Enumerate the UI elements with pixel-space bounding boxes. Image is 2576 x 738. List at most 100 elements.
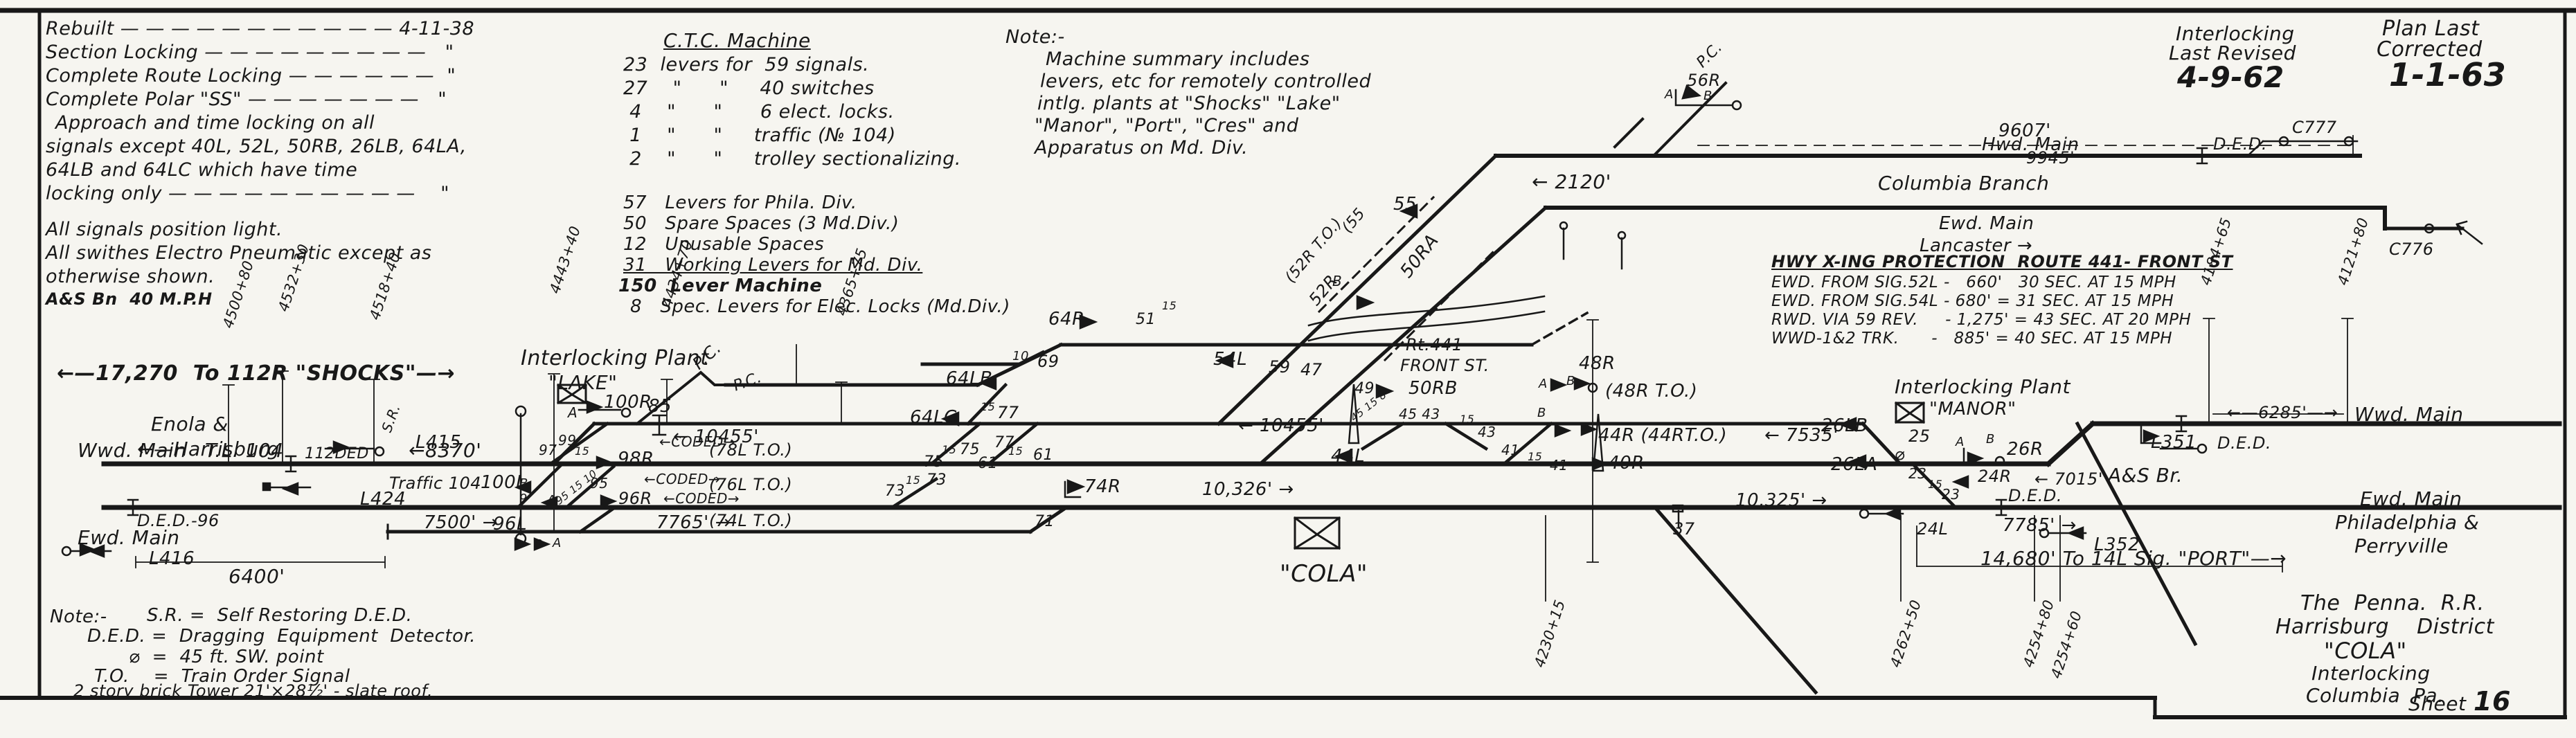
label-wwd-main-right: Wwd. Main — [2354, 403, 2464, 426]
label-sig-48R-B: B — [1566, 374, 1575, 388]
label-dest-harrisburg: ←—Harrisburg — [137, 438, 280, 460]
label-plan-corrected-1: Plan Last — [2382, 17, 2480, 41]
label-polar-ss: Complete Polar "SS" — — — — — — — " — [46, 89, 447, 110]
label-sw-75-b: 75 — [960, 441, 980, 458]
label-dim-7785: 7785' → — [2003, 515, 2077, 536]
label-sw-41-a: 41 — [1501, 442, 1520, 458]
label-ded-hwd: D.E.D. — [2213, 134, 2268, 154]
label-title-cola: "COLA" — [2324, 638, 2407, 664]
label-as-branch: A&S Br. — [2108, 464, 2183, 487]
label-manor-plant-2: "MANOR" — [1929, 399, 2016, 420]
label-signals-position-light: All signals position light. — [46, 219, 283, 240]
label-approach-4: locking only — — — — — — — — — — " — [46, 183, 450, 204]
label-sw-69: 69 — [1037, 352, 1059, 371]
label-sw-15-lake: 15 — [575, 444, 590, 458]
label-lever-row-1: 57 Levers for Phila. Div. — [623, 192, 857, 213]
label-sig-C776: C776 — [2389, 240, 2434, 259]
label-sig-B-lake: B — [519, 476, 528, 491]
label-sig-A-lake-2: A — [553, 536, 562, 550]
label-dest-perryville: Perryville — [2354, 534, 2449, 557]
label-sig-26LA: 26LA — [1831, 454, 1878, 475]
label-dest-lancaster: Lancaster → — [1920, 235, 2033, 256]
label-coded-3: ←CODED→ — [644, 471, 721, 487]
label-lever-row-5: 150 Lever Machine — [618, 276, 823, 296]
label-ded-wwd-right: D.E.D. — [2217, 433, 2272, 453]
label-sw-23-a: 23 — [1908, 465, 1927, 482]
main-tracks — [101, 420, 2562, 510]
label-note-title: Note:- — [1005, 26, 1065, 48]
signal-icons — [61, 84, 2483, 558]
label-sig-L351: L351 — [2151, 432, 2197, 453]
label-sig-26R: 26R — [2007, 439, 2043, 460]
label-rebuilt-line: Rebuilt — — — — — — — — — — — 4-11-38 — [46, 18, 475, 39]
trolley-pole-icons — [515, 221, 1627, 545]
label-dest-philadelphia: Philadelphia & — [2335, 511, 2480, 534]
label-dim-10455-a: ← 10455' — [673, 426, 759, 447]
label-sig-48R-A: A — [1539, 377, 1548, 391]
label-sw-77-upper: 77 — [997, 403, 1019, 422]
label-sig-98R: 98R — [618, 449, 654, 469]
label-dim-10325: 10,325' → — [1735, 490, 1827, 511]
label-switches-electro-1: All swithes Electro Pneumatic except as — [46, 242, 432, 264]
label-to-76L: (76L T.O.) — [709, 475, 793, 494]
label-hwy-title: HWY X-ING PROTECTION ROUTE 441- FRONT ST — [1771, 252, 2233, 271]
label-note-4: "Manor", "Port", "Cres" and — [1035, 115, 1299, 136]
label-dim-7015: ← 7015' — [2034, 469, 2103, 489]
label-coded-2: ←CODED→ — [663, 490, 740, 507]
label-tl-104: T.L. 104 — [205, 439, 284, 462]
label-sw-15-75: 15 — [942, 443, 957, 456]
label-sig-96L: 96L — [493, 514, 528, 534]
label-sw-10: 10 — [1012, 349, 1029, 363]
station-envelope-icons — [556, 383, 1926, 550]
label-as-bn-speed: A&S Bn 40 M.P.H — [46, 289, 213, 309]
label-sig-L416: L416 — [149, 548, 195, 569]
label-sig-64R: 64R — [1048, 309, 1085, 330]
label-to-78L: (78L T.O.) — [709, 440, 793, 460]
label-title-interlocking: Interlocking — [2311, 662, 2431, 685]
label-sig-24R: 24R — [1978, 467, 2012, 486]
label-lever-row-6: 8 Spec. Levers for Elec. Locks (Md.Div.) — [630, 296, 1010, 317]
label-sw-23-b: 23 — [1942, 486, 1960, 503]
label-sw-15-43: 15 — [1460, 413, 1475, 426]
label-dim-10455-b: ← 10455' — [1238, 415, 1324, 436]
label-ewd-main-right: Ewd. Main — [2360, 487, 2462, 510]
label-legend-to: T.O. = Train Order Signal — [94, 666, 350, 687]
label-sig-56R: 56R — [1687, 71, 1721, 90]
label-sig-50RB: 50RB — [1408, 378, 1458, 399]
label-sw-59: 59 — [1269, 357, 1291, 377]
label-sheet-label: Sheet — [2408, 692, 2467, 715]
label-sig-56R-A: A — [1665, 87, 1674, 102]
label-lever-row-3: 12 Unusable Spaces — [623, 234, 825, 255]
label-section-locking: Section Locking — — — — — — — — — " — [46, 42, 454, 63]
label-note-3: intlg. plants at "Shocks" "Lake" — [1037, 93, 1341, 114]
label-sig-96R: 96R — [618, 489, 652, 508]
label-sw-15-64LC: 15 — [981, 400, 996, 413]
label-sw-15-73: 15 — [906, 474, 921, 487]
sheet-border — [0, 8, 2576, 719]
label-note-1: Machine summary includes — [1046, 48, 1310, 70]
label-dim-2120: ← 2120' — [1532, 170, 1611, 193]
dimension-lines — [135, 135, 2354, 602]
label-sig-A-lake: A — [547, 493, 556, 507]
label-traffic-104: Traffic 104 — [389, 474, 482, 493]
label-approach-2: signals except 40L, 52L, 50RB, 26LB, 64L… — [46, 136, 467, 157]
label-legend-sr: S.R. = Self Restoring D.E.D. — [147, 605, 413, 626]
label-sw-8-lake: 8 — [535, 537, 543, 552]
label-sw-75-a: 75 — [924, 453, 944, 471]
label-legend-note: Note:- — [50, 606, 107, 627]
front-st-road — [1307, 295, 1546, 342]
label-legend-sw-point: ⌀ = 45 ft. SW. point — [129, 647, 324, 667]
label-sig-56R-B: B — [1703, 89, 1712, 103]
label-hwy-row-2: EWD. FROM SIG.54L - 680' = 31 SEC. AT 15… — [1771, 292, 2174, 310]
label-sw-97: 97 — [539, 442, 557, 458]
crossovers — [515, 382, 1958, 534]
label-dim-9607: 9607' — [1998, 120, 2051, 141]
label-sig-52R-B: B — [1332, 273, 1343, 289]
label-title-location: Columbia Pa. — [2306, 684, 2444, 707]
label-sw-77-lower: 77 — [994, 434, 1014, 451]
label-sig-100L: 100L — [481, 472, 527, 493]
label-sig-54L: 54L — [1213, 349, 1248, 370]
label-front-st: FRONT ST. — [1400, 356, 1490, 375]
label-sw-99: 99 — [558, 432, 577, 449]
